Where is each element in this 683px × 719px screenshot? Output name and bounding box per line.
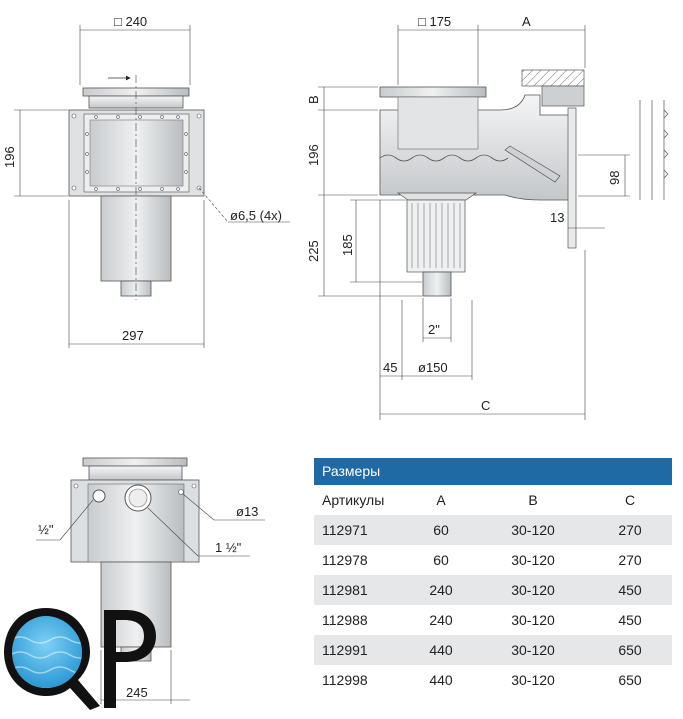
table-cell: 650 <box>618 642 642 658</box>
table-row: 112988 240 30-120 450 <box>314 605 672 635</box>
table-cell: 30-120 <box>511 642 555 658</box>
table-row: 112981 240 30-120 450 <box>314 575 672 605</box>
table-header-row: Артикулы A B C <box>314 485 672 515</box>
dim-side-thickness: 13 <box>550 210 564 225</box>
table-cell: 450 <box>618 612 642 628</box>
front-view: □ 240 196 ø6,5 (4x) 297 <box>2 14 290 348</box>
table-header: Артикулы <box>322 492 385 508</box>
dim-top-width: □ 240 <box>114 14 147 29</box>
dim-pipe-size: 2" <box>428 322 440 337</box>
dim-back-hole: ø13 <box>236 504 258 519</box>
table-cell: 30-120 <box>511 612 555 628</box>
table-cell: 270 <box>618 522 642 538</box>
dim-total-c: C <box>481 398 490 413</box>
table-cell: 450 <box>618 582 642 598</box>
table-cell: 240 <box>429 582 453 598</box>
dim-side-height: 196 <box>306 144 321 166</box>
dim-side-square: □ 175 <box>418 14 451 29</box>
dim-side-lower: 225 <box>306 240 321 262</box>
table-cell: 60 <box>433 522 449 538</box>
table-cell: 112988 <box>322 612 368 628</box>
back-view: ½" 1 ½" ø13 245 <box>36 457 265 704</box>
table-cell: 30-120 <box>511 672 555 688</box>
table-cell: 30-120 <box>511 522 555 538</box>
table-cell: 60 <box>433 552 449 568</box>
table-header: A <box>436 492 446 508</box>
dim-offset: 45 <box>383 360 397 375</box>
table-cell: 112978 <box>322 552 368 568</box>
table-cell: 112981 <box>322 582 368 598</box>
table-row: 112978 60 30-120 270 <box>314 545 672 575</box>
dim-hole-diameter: ø6,5 (4x) <box>230 208 282 223</box>
dim-side-basket: 185 <box>340 234 355 256</box>
dim-back-large-port: 1 ½" <box>215 540 242 555</box>
side-view: □ 175 A B 196 225 185 98 13 2" <box>306 14 669 420</box>
table-header: B <box>528 492 538 508</box>
table-cell: 440 <box>429 642 453 658</box>
table-header: C <box>624 492 636 508</box>
table-cell: 440 <box>429 672 453 688</box>
qp-logo <box>4 608 156 710</box>
table-cell: 30-120 <box>511 582 555 598</box>
dim-side-a: A <box>522 14 531 29</box>
table-row: 112998 440 30-120 650 <box>314 665 672 695</box>
dim-flange-width: 297 <box>122 328 144 343</box>
dim-side-water: 98 <box>607 171 622 185</box>
table-row: 112971 60 30-120 270 <box>314 515 672 545</box>
table-title: Размеры <box>314 458 672 485</box>
dim-basket-diameter: ø150 <box>418 360 448 375</box>
table-cell: 650 <box>618 672 642 688</box>
dimensions-table: Размеры Артикулы A B C 112971 60 30-120 … <box>314 458 672 695</box>
dim-back-small-port: ½" <box>38 522 54 537</box>
table-cell: 112971 <box>322 522 368 538</box>
table-cell: 112991 <box>322 642 368 658</box>
dim-back-width: 245 <box>126 685 148 700</box>
table-cell: 112998 <box>322 672 368 688</box>
table-row: 112991 440 30-120 650 <box>314 635 672 665</box>
table-cell: 270 <box>618 552 642 568</box>
table-cell: 30-120 <box>511 552 555 568</box>
dim-side-b: B <box>306 95 321 104</box>
table-cell: 240 <box>429 612 453 628</box>
dim-front-height: 196 <box>2 146 17 168</box>
